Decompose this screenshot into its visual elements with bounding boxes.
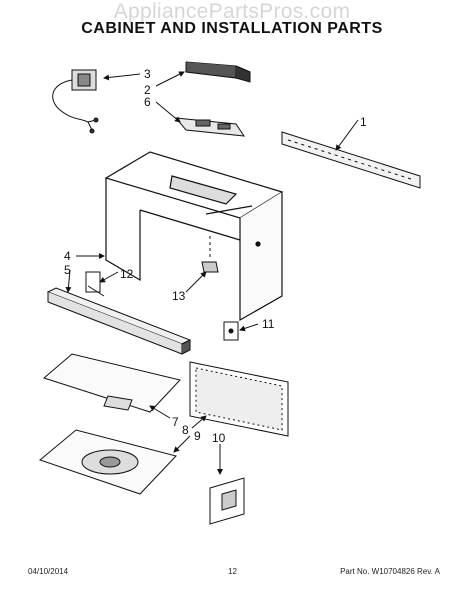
- callout-2: 2: [144, 83, 151, 97]
- page-title: CABINET AND INSTALLATION PARTS: [81, 20, 383, 37]
- callout-4: 4: [64, 249, 71, 263]
- callout-9: 9: [194, 429, 201, 443]
- footer-part-number: Part No. W10704826 Rev. A: [340, 567, 440, 576]
- part-8-panel: [189, 361, 289, 437]
- callout-11: 11: [262, 317, 275, 331]
- part-13-clip: [201, 236, 219, 273]
- callout-5: 5: [64, 263, 71, 277]
- part-3-switch-harness: [52, 69, 99, 134]
- callout-1: 1: [360, 115, 367, 129]
- callout-12: 12: [120, 267, 134, 281]
- part-9-tray: [38, 429, 177, 495]
- part-2-top-rail: [185, 61, 251, 83]
- part-5-front-bar: [46, 287, 192, 355]
- part-7-bottom-plate: [42, 353, 181, 413]
- part-6-mount-plate: [174, 117, 246, 137]
- watermark: AppliancePartsPros.com: [113, 0, 351, 23]
- callout-13: 13: [172, 289, 186, 303]
- leader-lines: [65, 71, 359, 475]
- footer-date: 04/10/2014: [28, 567, 69, 576]
- callout-3: 3: [144, 67, 151, 81]
- callout-7: 7: [172, 415, 179, 429]
- part-1-install-rail: [281, 131, 421, 189]
- callout-10: 10: [212, 431, 226, 445]
- part-12-bracket: [85, 271, 105, 297]
- callout-8: 8: [182, 423, 189, 437]
- cabinet-body: [104, 151, 284, 322]
- part-11-bracket: [223, 321, 239, 341]
- callout-6: 6: [144, 95, 151, 109]
- part-10-bracket: [209, 477, 245, 525]
- footer-page-number: 12: [228, 567, 237, 576]
